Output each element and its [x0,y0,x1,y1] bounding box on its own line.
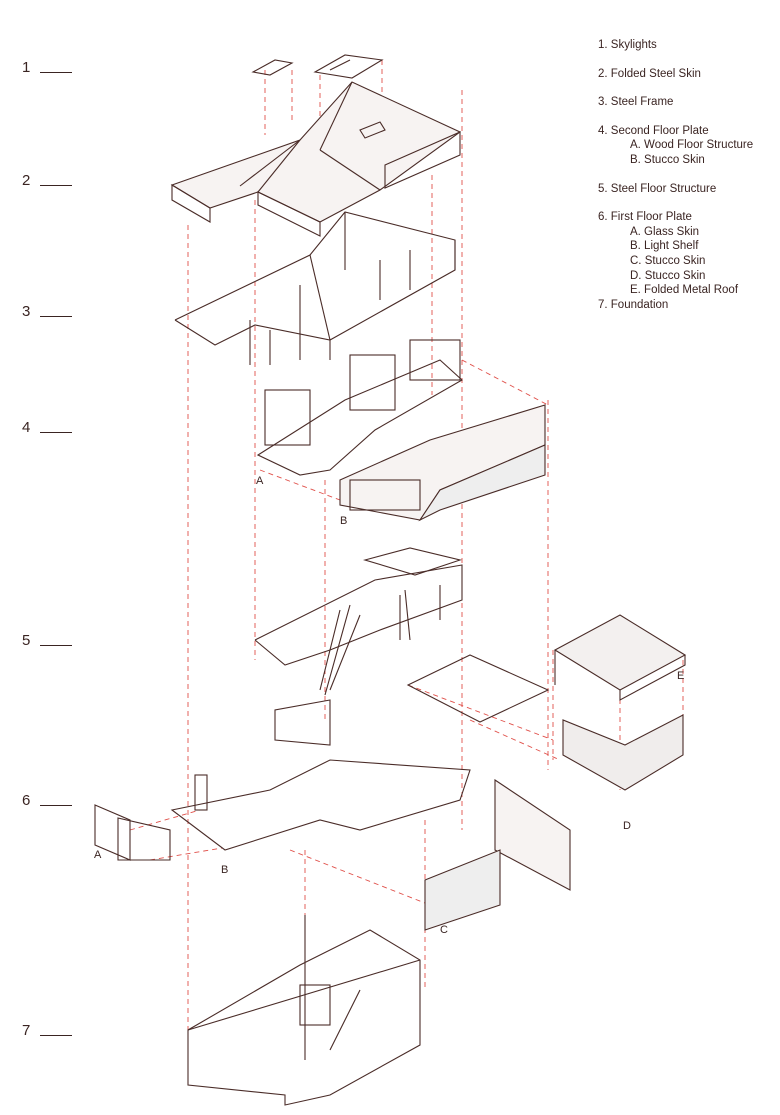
level-label-1: 1 [22,59,73,76]
legend-subitem: B. Light Shelf [630,240,699,253]
level-rule [40,1035,73,1036]
legend-subitem: C. Stucco Skin [630,254,706,267]
level-label-4: 4 [22,419,73,436]
callout-6d: D [623,820,631,832]
legend-item-group: 4. Second Floor Plate A. Wood Floor Stru… [598,124,753,168]
foundation [187,915,421,1106]
steel-frame [174,211,456,365]
legend: 1. Skylights 2. Folded Steel Skin 3. Ste… [598,38,753,326]
level-rule [40,805,73,806]
legend-subitem: B. Stucco Skin [630,153,705,166]
level-number: 2 [22,172,31,189]
callout-4a: A [256,475,264,487]
level-number: 6 [22,792,31,809]
legend-subitem: E. Folded Metal Roof [630,284,739,297]
callout-6c: C [440,924,448,936]
folded-steel-skin [170,81,462,237]
callout-6e: E [677,670,685,682]
level-rule [40,185,73,186]
legend-subitem: D. Stucco Skin [630,269,706,282]
level-rule [40,645,73,646]
level-label-7: 7 [22,1022,73,1039]
level-number: 4 [22,419,31,436]
level-number: 7 [22,1022,31,1039]
legend-item: 1. Skylights [598,39,657,51]
first-floor-plate [94,614,687,931]
callout-4b: B [340,515,348,527]
legend-item-group: 6. First Floor Plate A. Glass Skin B. Li… [598,210,753,298]
callout-6a: A [94,849,102,861]
legend-item: 3. Steel Frame [598,96,674,109]
level-number: 3 [22,303,31,320]
level-number: 5 [22,632,31,649]
level-label-5: 5 [22,632,73,649]
level-rule [40,316,73,317]
legend-item: 7. Foundation [598,298,669,311]
legend-item: 4. Second Floor Plate [598,124,709,137]
legend-subitem: A. Wood Floor Structure [630,139,754,152]
level-label-2: 2 [22,172,73,189]
level-label-3: 3 [22,303,73,320]
level-rule [40,72,73,73]
legend-item: 5. Steel Floor Structure [598,182,717,195]
skylights [251,54,384,79]
level-number: 1 [22,59,31,76]
callout-6b: B [221,864,229,876]
legend-subitem: A. Glass Skin [630,225,700,238]
level-rule [40,432,73,433]
level-label-6: 6 [22,792,73,809]
steel-floor-structure [254,547,463,696]
second-floor-plate [256,339,546,522]
legend-item: 2. Folded Steel Skin [598,67,701,80]
legend-item: 6. First Floor Plate [598,211,692,224]
